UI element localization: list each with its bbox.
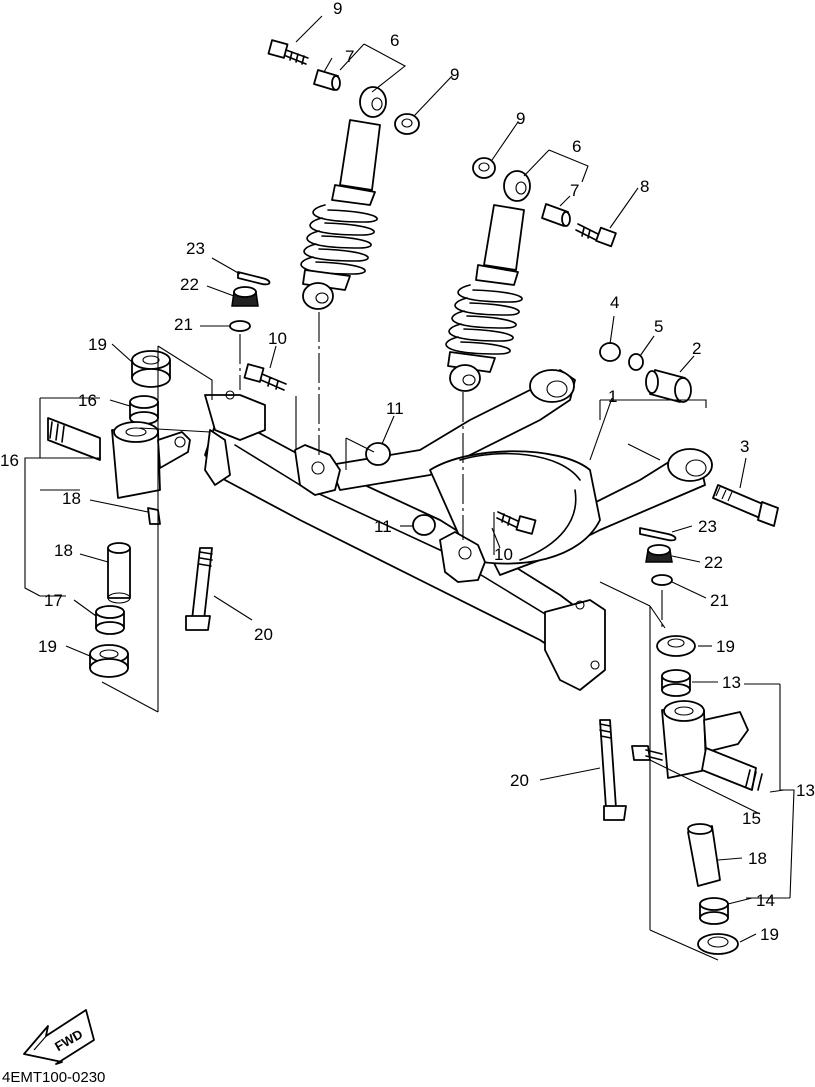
left-shock-spring (300, 204, 378, 275)
callout-11b: 11 (374, 517, 392, 536)
callout-19a: 19 (88, 335, 107, 354)
callout-14: 15 (742, 809, 761, 828)
callout-9a: 9 (450, 65, 459, 84)
bolt-8-right (575, 223, 617, 248)
washer-21-right (651, 574, 673, 586)
callout-16a: 16 (78, 391, 97, 410)
small-parts (47, 39, 779, 955)
grease-nipple-14 (631, 745, 663, 761)
callout-19c: 19 (716, 637, 735, 656)
callout-15: 16 (0, 451, 19, 470)
bushing-13-lower (699, 897, 729, 925)
callout-21b: 21 (710, 591, 729, 610)
nut-4 (599, 342, 621, 362)
callout-9b: 9 (516, 109, 525, 128)
callout-13a: 13 (722, 673, 741, 692)
callout-19b: 19 (38, 637, 57, 656)
callout-2: 2 (692, 339, 701, 358)
bushing-13-upper (661, 669, 691, 697)
steering-knuckle-15 (47, 417, 191, 499)
callout-21a: 21 (174, 315, 193, 334)
callout-10b: 10 (494, 545, 513, 564)
right-shock-spring (445, 284, 523, 355)
callout-20b: 20 (510, 771, 529, 790)
king-pin-20-left (185, 547, 213, 631)
collar-7-right (541, 203, 571, 227)
callout-16b: 17 (44, 591, 63, 610)
front-arm (204, 369, 713, 691)
callout-11a: 11 (386, 399, 404, 418)
callout-19d: 19 (760, 925, 779, 944)
callout-13b: 14 (756, 891, 775, 910)
nut-9-right (472, 157, 496, 179)
callout-17: 18 (62, 489, 81, 508)
nut-11-upper (365, 442, 391, 466)
fwd-arrow: FWD (23, 1009, 95, 1065)
castle-nut-22-left (231, 286, 259, 307)
cotter-pin-23-right (639, 527, 677, 542)
nut-9-left (394, 113, 420, 135)
callout-4: 4 (610, 293, 619, 312)
steering-knuckle-12 (661, 700, 763, 791)
callout-8b: 8 (640, 177, 649, 196)
cotter-pin-23-left (237, 271, 271, 286)
callout-6b: 6 (572, 137, 581, 156)
nut-11-lower (412, 514, 436, 536)
king-pin-20-right (599, 719, 627, 821)
callout-5: 5 (654, 317, 663, 336)
callout-3: 3 (740, 437, 749, 456)
callout-23b: 23 (698, 517, 717, 536)
collar-18-right (687, 823, 721, 887)
seal-19-right-lower (697, 933, 739, 955)
grease-nipple-17 (147, 507, 161, 525)
right-shock-absorber (445, 170, 531, 392)
seal-19-right-upper (656, 635, 696, 657)
bushing-16-upper (129, 395, 159, 425)
bushing-16-lower (95, 605, 125, 635)
leader-lines (24, 15, 795, 961)
callout-23a: 23 (186, 239, 205, 258)
bolt-3 (712, 484, 779, 527)
callout-1: 1 (608, 387, 617, 406)
callout-12: 13 (796, 781, 815, 800)
washer-21-left (229, 320, 251, 332)
seal-19-lower-left (89, 644, 129, 678)
castle-nut-22-right (645, 544, 673, 563)
bolt-10-lower (496, 511, 537, 535)
callout-7a: 7 (345, 47, 354, 66)
collar-7-left (313, 69, 341, 91)
callout-18b: 18 (748, 849, 767, 868)
callout-20a: 20 (254, 625, 273, 644)
bushing-2 (645, 369, 692, 403)
callout-22a: 22 (180, 275, 199, 294)
bolt-10-upper (243, 363, 287, 391)
callout-10a: 10 (268, 329, 287, 348)
seal-19-upper-left (131, 350, 171, 388)
callout-6a: 6 (390, 31, 399, 50)
collar-18-left (107, 542, 131, 604)
drawing-code: 4EMT100-0230 (2, 1069, 105, 1086)
washer-5 (628, 353, 644, 371)
callout-22b: 22 (704, 553, 723, 572)
left-shock-absorber (300, 86, 387, 310)
callout-7b: 7 (570, 181, 579, 200)
callout-18a: 18 (54, 541, 73, 560)
bolt-8-top-left (267, 39, 309, 65)
callout-8a: 9 (333, 0, 342, 18)
callout-labels: 9 6 7 9 9 6 7 8 23 22 21 19 16 16 18 18 … (0, 0, 815, 944)
